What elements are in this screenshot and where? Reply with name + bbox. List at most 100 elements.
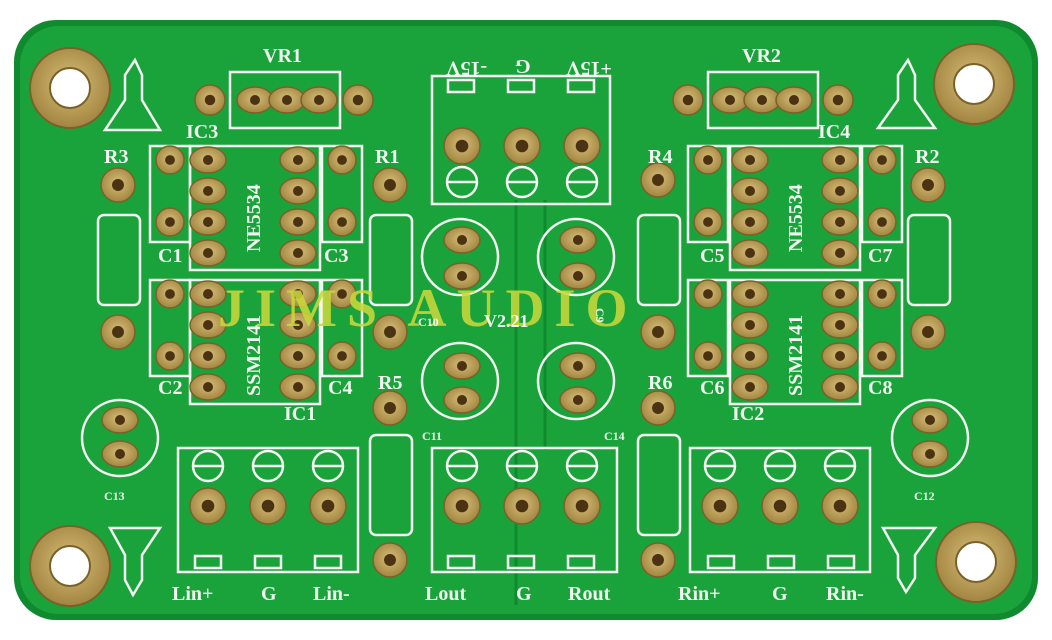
label-c12: C12 — [914, 489, 935, 503]
pad-hole — [384, 554, 396, 566]
pad-hole — [515, 139, 529, 153]
power-connector-outline — [430, 74, 612, 206]
pad-hole — [261, 499, 275, 513]
pad-hole — [203, 351, 213, 361]
label-rin-plus: Rin+ — [678, 583, 721, 605]
screw-symbol-br — [880, 526, 938, 595]
pad-hole — [337, 217, 347, 227]
pad-hole — [877, 289, 887, 299]
pad-hole — [203, 155, 213, 165]
pad-hole — [293, 289, 303, 299]
pad-hole — [203, 186, 213, 196]
pad-hole — [337, 351, 347, 361]
label-power-g: G — [515, 55, 531, 77]
pad-hole — [165, 217, 175, 227]
pad-hole — [293, 351, 303, 361]
pad-hole — [745, 320, 755, 330]
pad-hole — [835, 320, 845, 330]
pad-hole — [455, 139, 469, 153]
pad-hole — [925, 449, 935, 459]
pad-hole — [203, 217, 213, 227]
r5-outline — [368, 433, 414, 537]
label-c11: C11 — [422, 429, 443, 443]
screw-symbol-bl — [107, 526, 163, 598]
label-power-pos: +15V — [566, 57, 612, 79]
pad-hole — [165, 155, 175, 165]
label-ssm-right: SSM2141 — [785, 314, 807, 396]
pad-hole — [713, 499, 727, 513]
pad-hole — [203, 320, 213, 330]
pad-hole — [337, 155, 347, 165]
pad-hole — [575, 139, 589, 153]
screw-symbol-tl — [102, 57, 163, 132]
pad-hole — [457, 235, 467, 245]
pad-hole — [203, 382, 213, 392]
pad-hole — [515, 499, 529, 513]
pad-hole — [703, 217, 713, 227]
label-c9: C9 — [593, 308, 607, 323]
label-lout: Lout — [425, 583, 467, 605]
pad-hole — [250, 95, 260, 105]
pad-hole — [703, 351, 713, 361]
label-ssm-left: SSM2141 — [243, 314, 265, 396]
pad-hole — [384, 179, 396, 191]
label-r2: R2 — [915, 146, 940, 168]
c13-outline — [80, 398, 160, 478]
output-connector-outline — [430, 446, 619, 574]
pad-hole — [112, 179, 124, 191]
label-c10: C10 — [418, 315, 439, 329]
pad-hole — [115, 449, 125, 459]
label-c2: C2 — [158, 377, 183, 399]
label-lin-minus: Lin- — [313, 583, 350, 605]
solder-pads — [100, 84, 949, 578]
label-ic3: IC3 — [186, 121, 219, 143]
r4-outline — [636, 213, 682, 307]
pad-hole — [832, 94, 844, 106]
c11-outline — [420, 341, 500, 421]
c10-outline — [420, 217, 500, 297]
pad-hole — [573, 395, 583, 405]
pad-hole — [282, 95, 292, 105]
label-c14: C14 — [604, 429, 625, 443]
label-c7: C7 — [868, 245, 893, 267]
pad-hole — [682, 94, 694, 106]
pad-hole — [745, 248, 755, 258]
label-ic2: IC2 — [732, 403, 765, 425]
terminal-screws — [191, 165, 857, 483]
pad-hole — [745, 155, 755, 165]
input-left-connector-outline — [176, 446, 360, 574]
pad-hole — [745, 217, 755, 227]
pad-hole — [457, 395, 467, 405]
label-out-g: G — [516, 583, 532, 605]
pad-hole — [757, 95, 767, 105]
pad-hole — [652, 554, 664, 566]
pad-hole — [745, 186, 755, 196]
pad-hole — [573, 235, 583, 245]
pad-hole — [833, 499, 847, 513]
label-lin-plus: Lin+ — [172, 583, 214, 605]
pad-hole — [925, 415, 935, 425]
label-vr1: VR1 — [263, 45, 302, 67]
pad-hole — [201, 499, 215, 513]
label-c5: C5 — [700, 245, 725, 267]
brand-watermark: JIMS AUDIO — [218, 278, 638, 338]
label-ic1: IC1 — [284, 403, 317, 425]
pad-hole — [835, 155, 845, 165]
r6-outline — [636, 433, 682, 537]
label-r1: R1 — [375, 146, 400, 168]
label-c8: C8 — [868, 377, 893, 399]
pad-hole — [703, 289, 713, 299]
pad-hole — [922, 326, 934, 338]
pad-hole — [337, 289, 347, 299]
label-center-mark: V2.21 — [484, 311, 529, 331]
r1-outline — [368, 213, 414, 307]
label-rin-minus: Rin- — [826, 583, 864, 605]
label-c6: C6 — [700, 377, 725, 399]
pad-hole — [384, 402, 396, 414]
vr2-outline — [706, 70, 820, 130]
label-lin-g: G — [261, 583, 277, 605]
screw-symbol-tr — [875, 57, 938, 130]
pad-hole — [314, 95, 324, 105]
pad-hole — [745, 351, 755, 361]
